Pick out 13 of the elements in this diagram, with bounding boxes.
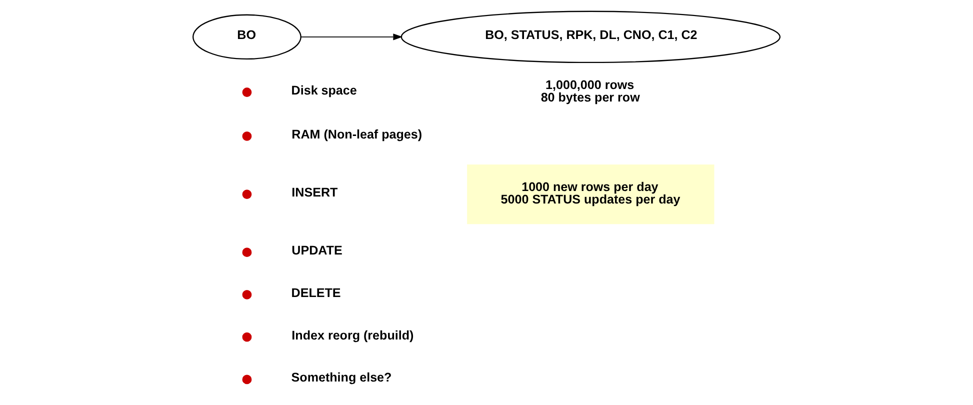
label: RAM (Non-leaf pages) [292,127,422,142]
arrow [300,34,403,40]
label: UPDATE [292,244,342,258]
node-label: 80 bytes per row [540,90,640,105]
label: DELETE [291,286,341,300]
label: Something else? [291,370,392,385]
node-box: 1000 new rows per day 5000 STATUS updates per day [467,164,714,224]
label: INSERT [292,185,338,200]
label: Disk space [291,83,357,98]
node-ellipse: BO, STATUS, RPK, DL, CNO, C1, C2 [400,10,781,64]
node-ellipse: BO [192,14,302,60]
label: Index reorg (rebuild) [292,328,414,342]
node-label: 1,000,000 rows [546,78,634,92]
